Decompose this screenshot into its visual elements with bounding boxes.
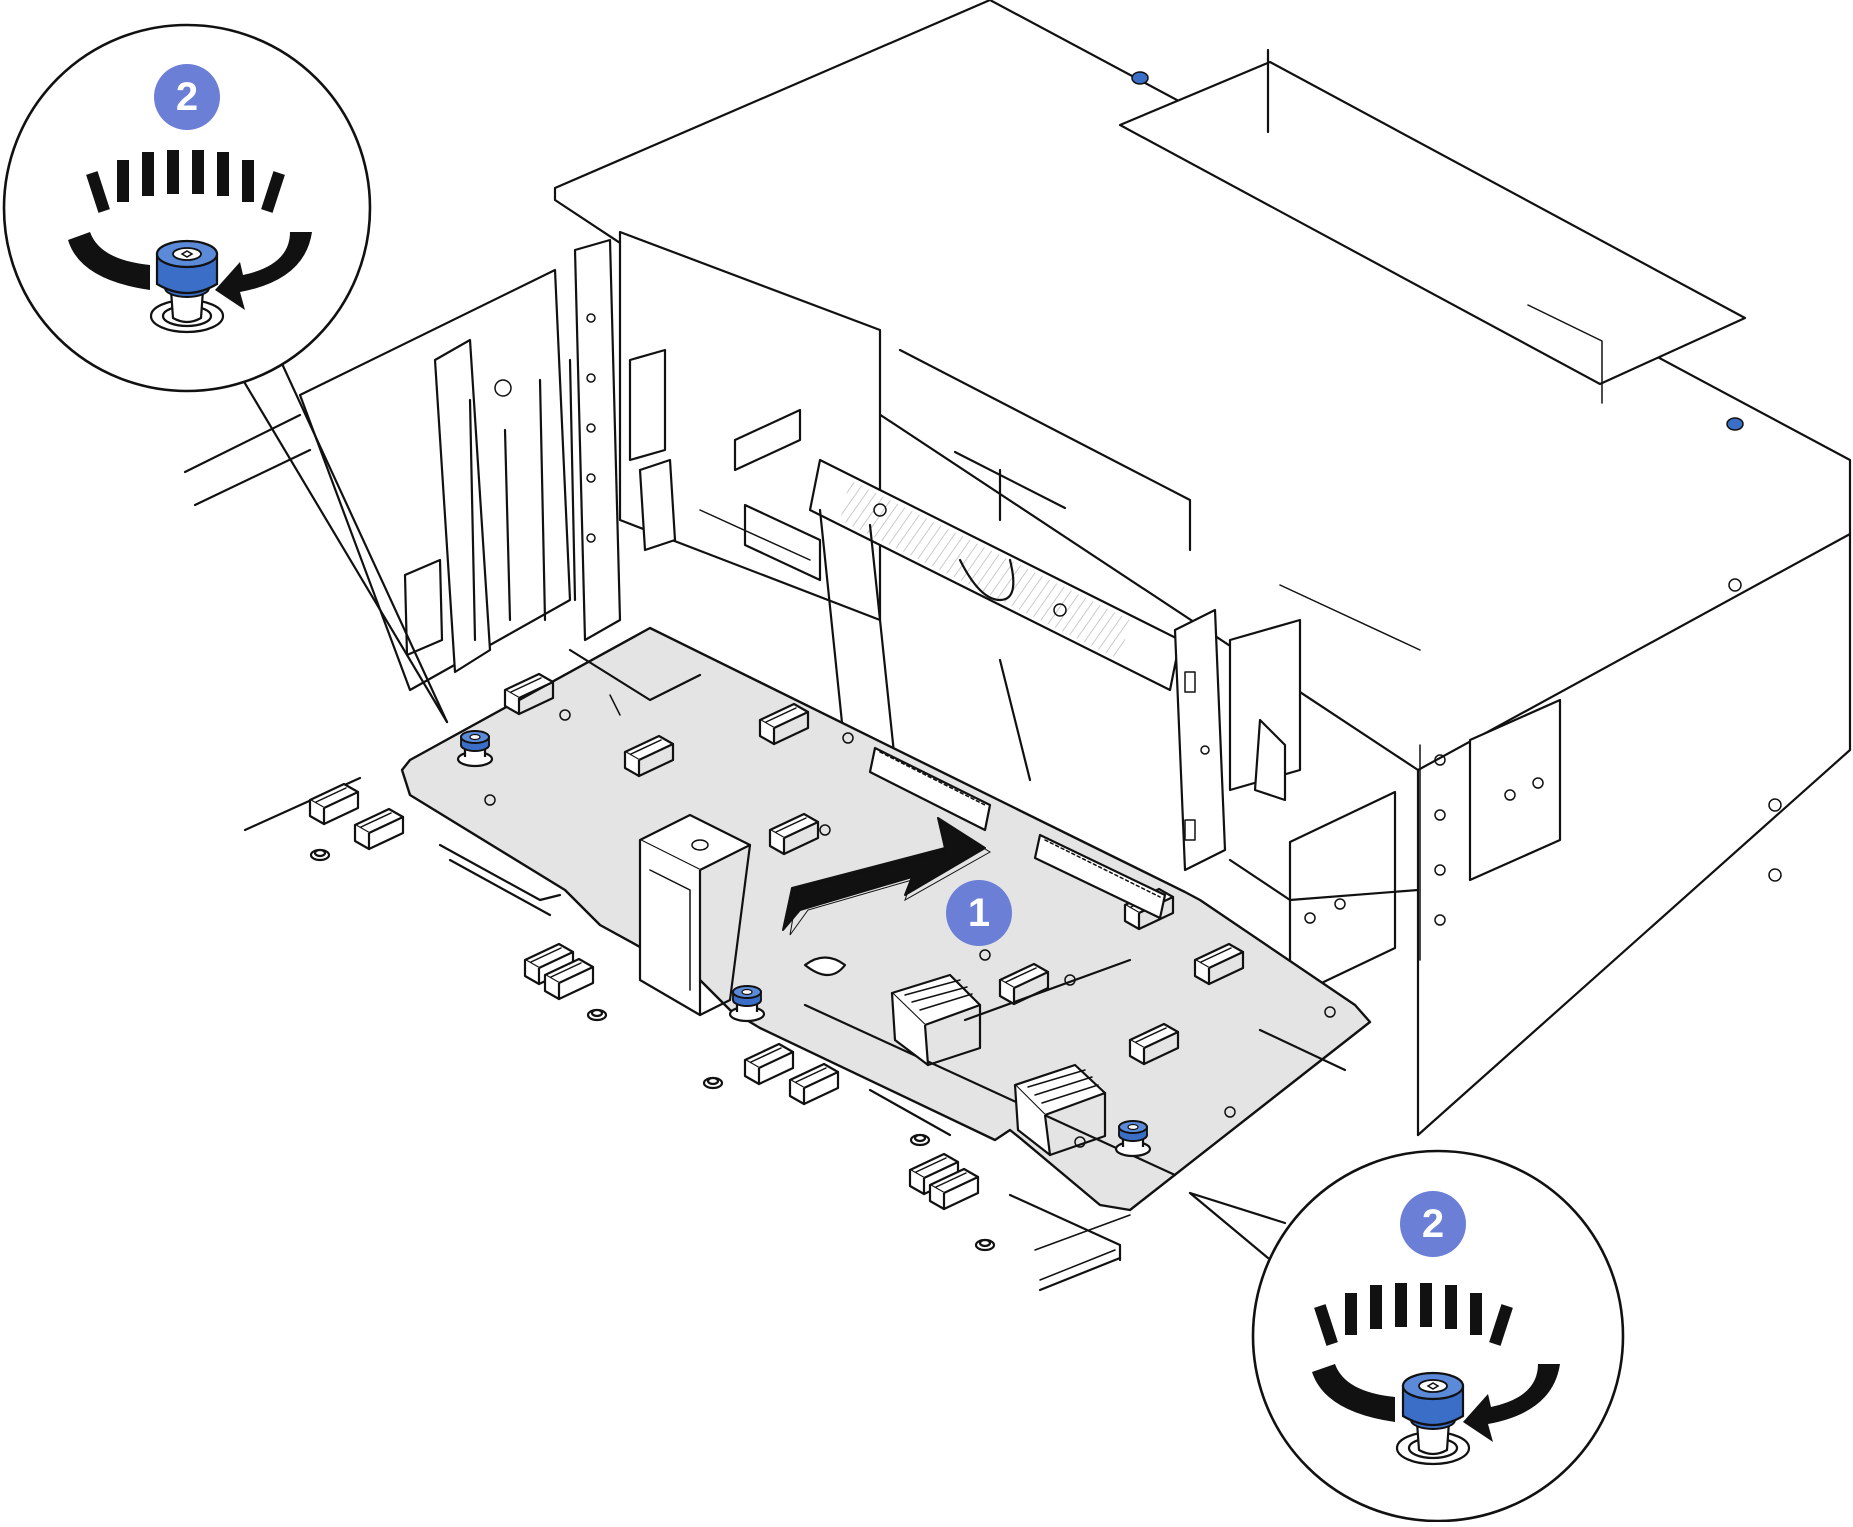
thumbscrew-right[interactable] [1114, 1119, 1152, 1158]
edge-slot-2 [1033, 833, 1167, 920]
magnifier-right [1188, 1149, 1625, 1523]
callout-badge-step1: 1 [946, 880, 1012, 946]
cover-label-plate [1118, 60, 1747, 386]
side-port-plate-1 [1468, 698, 1562, 882]
standoff-bracket [638, 813, 752, 1017]
edge-slot-1 [868, 746, 992, 832]
riser-bracket [433, 338, 492, 674]
board-cutout [803, 956, 847, 977]
right-bracket [1173, 608, 1227, 872]
left-side-wall [298, 268, 572, 692]
arrow-left-icon [782, 817, 991, 936]
counterclockwise-rotate-icon [1312, 1283, 1560, 1442]
callout-badge-step2-left: 2 [154, 64, 220, 130]
magnifier-left [2, 23, 449, 724]
server-chassis [183, 0, 1852, 1137]
callout-step2-left-number: 2 [176, 75, 198, 119]
board-outline [400, 626, 1372, 1212]
internal-connector [733, 408, 802, 472]
power-connector-2 [1013, 1063, 1107, 1157]
thumbscrew-icon [149, 239, 225, 334]
thumbscrew-middle[interactable] [728, 984, 766, 1023]
callout-badge-step2-right: 2 [1400, 1191, 1466, 1257]
system-board[interactable] [400, 626, 1372, 1212]
lower-backplane [308, 782, 1131, 1292]
thumbscrew-icon [1395, 1371, 1471, 1466]
thumbscrew-left[interactable] [456, 729, 494, 768]
power-connector-1 [890, 973, 982, 1067]
callout-step2-right-number: 2 [1422, 1202, 1444, 1246]
counterclockwise-rotate-icon [68, 150, 312, 310]
callout-step1-number: 1 [968, 891, 990, 935]
